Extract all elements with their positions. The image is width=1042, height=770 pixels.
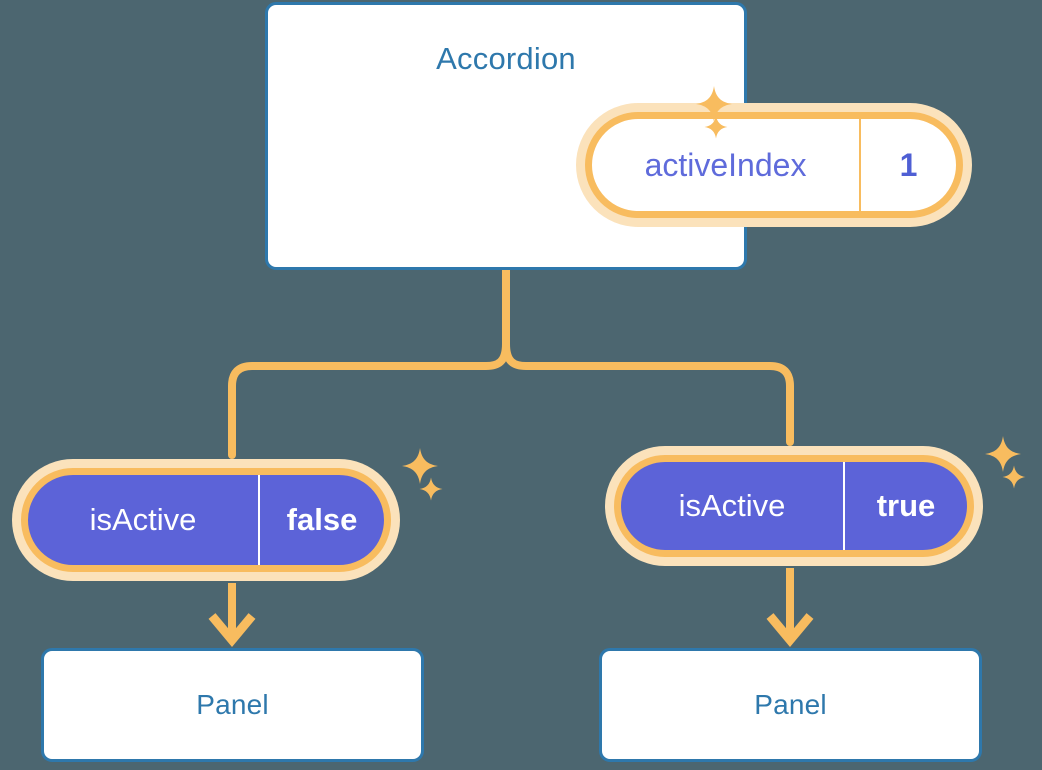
panel-component-card-right[interactable]: Panel xyxy=(599,648,982,762)
panel-title: Panel xyxy=(196,689,269,720)
connector-fork-right xyxy=(502,340,794,446)
state-key-label: activeIndex xyxy=(592,119,861,211)
accordion-component-card[interactable]: Accordion activeIndex 1 xyxy=(265,2,972,270)
arrow-left-panel xyxy=(208,583,256,648)
panel-title: Panel xyxy=(754,689,827,720)
state-value-label: true xyxy=(876,488,936,523)
panel-component-card-left[interactable]: Panel xyxy=(41,648,424,762)
state-key-label: isActive xyxy=(621,462,845,550)
sparkle-four-point-small-icon xyxy=(1001,464,1027,490)
state-value-label: 1 xyxy=(899,146,918,183)
state-badge-active-index[interactable]: activeIndex 1 xyxy=(576,103,972,227)
sparkle-four-point-small-icon xyxy=(418,476,444,502)
arrow-right-panel xyxy=(766,568,814,648)
state-value-label: false xyxy=(286,502,358,537)
connector-fork-left xyxy=(228,340,510,459)
sparkle-four-point-icon xyxy=(400,446,440,486)
state-badge-is-active-false[interactable]: isActive false xyxy=(12,459,400,581)
accordion-title: Accordion xyxy=(436,41,576,76)
state-key-label: isActive xyxy=(28,475,260,565)
sparkle-four-point-icon xyxy=(983,434,1023,474)
state-badge-is-active-true[interactable]: isActive true xyxy=(605,446,983,566)
